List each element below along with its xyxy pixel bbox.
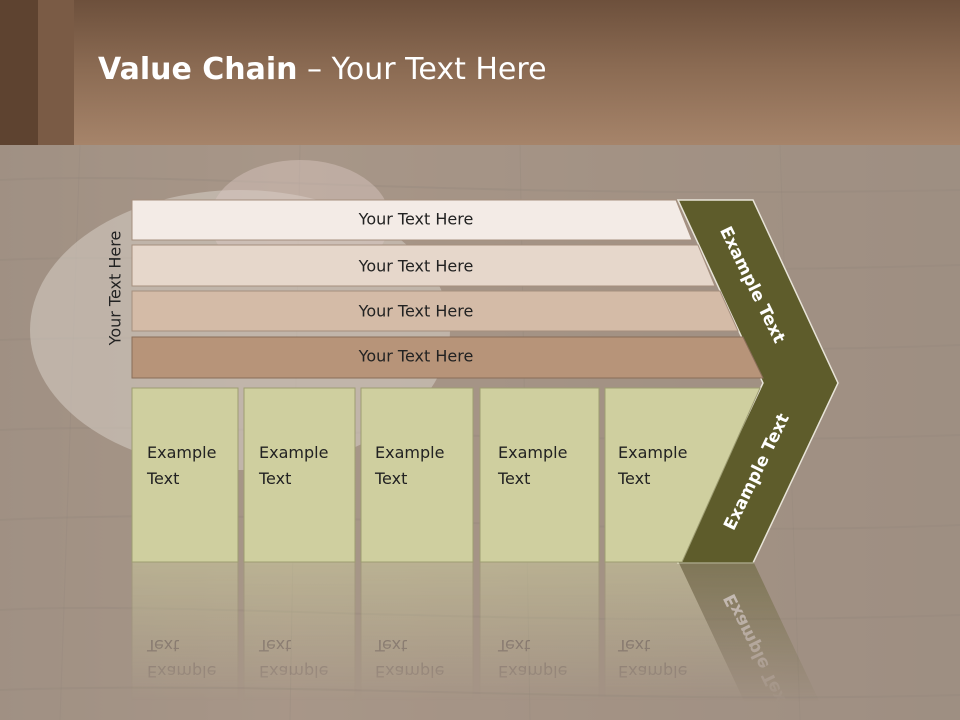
bar-label-3: Your Text Here	[358, 302, 474, 321]
svg-text:Text: Text	[497, 636, 530, 655]
box-shape-4	[479, 387, 600, 563]
svg-text:Example: Example	[147, 662, 216, 681]
box-shape-3	[360, 387, 474, 563]
bar-shape-2	[131, 244, 716, 287]
bar-label-2: Your Text Here	[358, 257, 474, 276]
box-shape-1	[131, 387, 239, 563]
slide-title: Value Chain – Your Text Here	[98, 52, 547, 87]
svg-text:Example: Example	[498, 662, 567, 681]
svg-text:Text: Text	[146, 636, 179, 655]
svg-text:Text: Text	[617, 636, 650, 655]
svg-text:Example: Example	[259, 662, 328, 681]
title-bold: Value Chain	[98, 52, 298, 87]
svg-text:Text: Text	[258, 636, 291, 655]
box-shape-2	[243, 387, 356, 563]
header-accent-strip-2	[38, 0, 74, 145]
diagram-reflection: Example Text Example Text Example Text Exam…	[131, 561, 829, 720]
title-bar: Value Chain – Your Text Here	[0, 0, 960, 145]
svg-text:Example: Example	[618, 662, 687, 681]
bar-shape-3	[131, 290, 739, 332]
svg-text:Example: Example	[375, 662, 444, 681]
bar-label-4: Your Text Here	[358, 347, 474, 366]
bar-shape-4	[131, 336, 764, 379]
bar-shape-1	[131, 199, 693, 241]
title-rest: – Your Text Here	[297, 52, 547, 87]
bar-label-1: Your Text Here	[358, 210, 474, 229]
header-accent-strip	[0, 0, 38, 145]
svg-text:Text: Text	[374, 636, 407, 655]
bars-group: Your Text Here Your Text Here Your Text …	[131, 199, 764, 379]
